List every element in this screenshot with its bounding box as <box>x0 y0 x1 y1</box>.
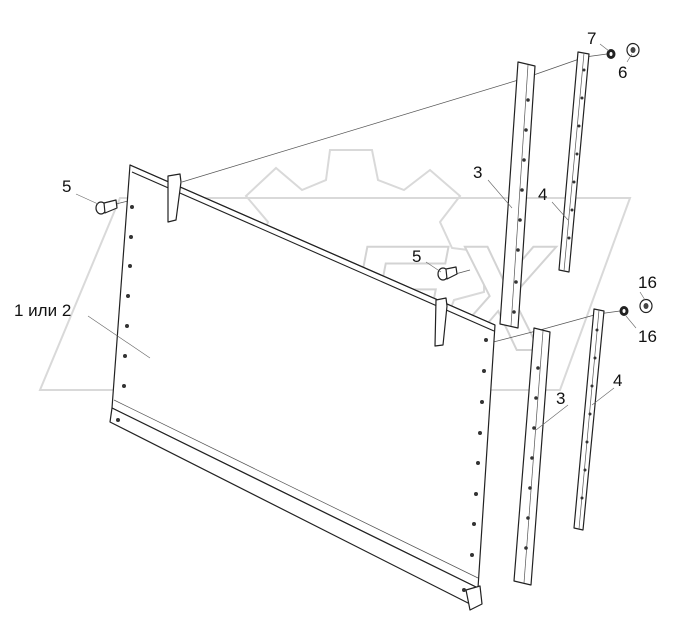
bolt-mid <box>437 266 458 281</box>
bar-upper <box>558 51 590 273</box>
callout-bar-upper: 4 <box>538 185 547 204</box>
strip-upper <box>499 61 536 329</box>
leader-lines <box>75 43 646 431</box>
panel-bracket <box>465 585 483 611</box>
watermark-logo-frame <box>38 197 632 391</box>
washer-upper <box>606 49 616 59</box>
strip-lower <box>513 327 551 586</box>
flange-hole-left <box>116 418 120 422</box>
callout-bar-lower: 4 <box>613 371 622 390</box>
callout-washer-upper: 7 <box>587 29 596 48</box>
panel-right-holes <box>470 338 488 557</box>
callout-strip-lower: 3 <box>556 389 565 408</box>
alignment-line-lower-ext <box>539 313 599 331</box>
alignment-line-top <box>181 77 526 183</box>
callout-nut-upper: 6 <box>618 63 627 82</box>
panel-hook-right <box>434 297 448 347</box>
nut-upper <box>626 42 640 58</box>
panel-top-edge <box>129 164 496 326</box>
panel-left-holes <box>122 205 134 388</box>
bolt-left <box>95 199 118 215</box>
panel-fold-line <box>113 399 479 579</box>
callout-bolt-left: 5 <box>62 177 71 196</box>
panel-top-edge-inner <box>131 171 495 332</box>
callout-panel: 1 или 2 <box>14 301 71 320</box>
panel-hook-left <box>167 173 182 223</box>
callout-washer-lower: 16 <box>638 327 657 346</box>
callout-labels: 1 или 2 5 5 3 4 3 4 7 6 16 16 <box>14 29 657 408</box>
washer-lower <box>619 306 629 316</box>
nut-lower <box>639 298 653 314</box>
bar-lower <box>573 308 605 531</box>
callout-nut-lower: 16 <box>638 273 657 292</box>
flange-hole-right <box>462 588 466 592</box>
callout-strip-upper: 3 <box>473 163 482 182</box>
panel-part <box>109 164 496 611</box>
callout-bolt-mid: 5 <box>412 247 421 266</box>
